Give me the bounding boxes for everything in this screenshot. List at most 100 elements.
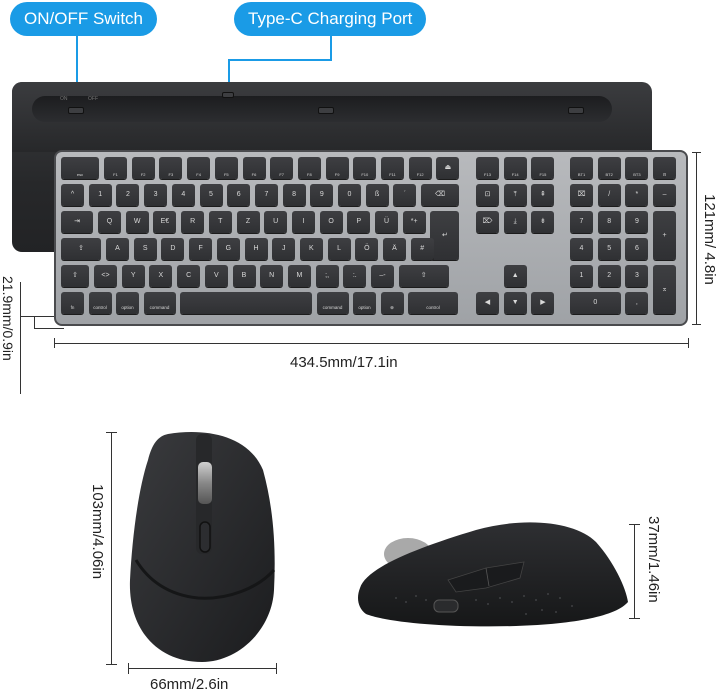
key-np-r3-1[interactable]: 5: [597, 238, 621, 260]
key-row2-7[interactable]: U: [264, 211, 288, 233]
key-control-right[interactable]: control: [408, 292, 458, 314]
key-np-r0-1[interactable]: BT2: [597, 157, 621, 179]
key-row2-8[interactable]: I: [291, 211, 315, 233]
key-row3-7[interactable]: J: [272, 238, 296, 260]
key-np-r2-1[interactable]: 8: [597, 211, 621, 233]
key-row2-9[interactable]: O: [319, 211, 343, 233]
key-arrow-up[interactable]: ▲: [503, 265, 527, 287]
key-row1-8[interactable]: 8: [282, 184, 306, 206]
key-np-r0-3[interactable]: ⊟: [653, 157, 677, 179]
key-f9[interactable]: F9: [325, 157, 349, 179]
key-nav-f13[interactable]: F13: [476, 157, 499, 179]
key-nav-r2-0[interactable]: ⌦: [476, 211, 499, 233]
key-np-r2-2[interactable]: 9: [625, 211, 649, 233]
key-row1-2[interactable]: 2: [116, 184, 140, 206]
key-row1-6[interactable]: 6: [227, 184, 251, 206]
key-row3-11[interactable]: Ä: [383, 238, 406, 260]
key-row2-4[interactable]: R: [181, 211, 205, 233]
key-np-r3-0[interactable]: 4: [570, 238, 593, 260]
key-np-r0-0[interactable]: BT1: [570, 157, 593, 179]
key-backspace[interactable]: ⌫: [421, 184, 460, 206]
key-np-r1-2[interactable]: *: [625, 184, 649, 206]
key-row3-4[interactable]: F: [189, 238, 213, 260]
key-f4[interactable]: F4: [187, 157, 211, 179]
key-np-r1-1[interactable]: /: [597, 184, 621, 206]
key-row4-11[interactable]: –-: [371, 265, 394, 287]
key-row1-7[interactable]: 7: [254, 184, 278, 206]
key-row3-3[interactable]: D: [161, 238, 185, 260]
key-f12[interactable]: F12: [408, 157, 432, 179]
key-capslock[interactable]: ⇪: [61, 238, 101, 260]
key-f1[interactable]: F1: [104, 157, 127, 179]
key-np-0[interactable]: 0: [570, 292, 621, 314]
key-f11[interactable]: F11: [381, 157, 404, 179]
key-np-r0-2[interactable]: BT3: [625, 157, 649, 179]
key-shift-left[interactable]: ⇧: [61, 265, 89, 287]
key-control-left[interactable]: control: [88, 292, 112, 314]
key-f8[interactable]: F8: [297, 157, 321, 179]
key-tab[interactable]: ⇥: [61, 211, 93, 233]
key-row2-6[interactable]: Z: [236, 211, 260, 233]
key-nav-f15[interactable]: F15: [531, 157, 555, 179]
key-nav-r1-2[interactable]: ⇞: [531, 184, 555, 206]
key-np-plus[interactable]: +: [653, 211, 677, 260]
key-row4-10[interactable]: :.: [343, 265, 367, 287]
key-row2-12[interactable]: *+: [402, 211, 426, 233]
key-nav-r2-2[interactable]: ⇟: [531, 211, 555, 233]
key-nav-r2-1[interactable]: ⤓: [503, 211, 527, 233]
key-arrow-right[interactable]: ▶: [531, 292, 555, 314]
key-row2-2[interactable]: W: [125, 211, 149, 233]
key-row2-11[interactable]: Ü: [375, 211, 398, 233]
key-np-comma[interactable]: ,: [625, 292, 649, 314]
key-row2-10[interactable]: P: [347, 211, 371, 233]
key-option-left[interactable]: option: [116, 292, 139, 314]
power-switch-slot[interactable]: [68, 107, 84, 114]
key-command-left[interactable]: command: [143, 292, 176, 314]
key-nav-f14[interactable]: F14: [503, 157, 527, 179]
key-space[interactable]: [180, 292, 312, 314]
key-esc[interactable]: esc: [61, 157, 99, 179]
key-row1-5[interactable]: 5: [199, 184, 223, 206]
key-row3-5[interactable]: G: [216, 238, 240, 260]
key-np-r4-2[interactable]: 3: [625, 265, 649, 287]
key-nav-r1-1[interactable]: ⤒: [503, 184, 527, 206]
key-shift-right[interactable]: ⇧: [398, 265, 449, 287]
key-row4-7[interactable]: N: [260, 265, 284, 287]
key-row4-9[interactable]: ;,: [315, 265, 339, 287]
key-np-r4-1[interactable]: 2: [597, 265, 621, 287]
key-row4-1[interactable]: <>: [94, 265, 117, 287]
key-row3-1[interactable]: A: [106, 238, 129, 260]
key-row4-5[interactable]: V: [204, 265, 228, 287]
key-f10[interactable]: F10: [353, 157, 377, 179]
key-row1-11[interactable]: ß: [365, 184, 389, 206]
key-row2-5[interactable]: T: [208, 211, 232, 233]
key-row3-2[interactable]: S: [133, 238, 157, 260]
key-row3-9[interactable]: L: [327, 238, 351, 260]
key-np-r4-0[interactable]: 1: [570, 265, 593, 287]
key-arrow-left[interactable]: ◀: [476, 292, 499, 314]
key-row3-10[interactable]: Ö: [355, 238, 379, 260]
key-row1-9[interactable]: 9: [310, 184, 334, 206]
key-row1-10[interactable]: 0: [338, 184, 361, 206]
key-arrow-down[interactable]: ▼: [503, 292, 527, 314]
key-option-right[interactable]: option: [353, 292, 376, 314]
key-row4-2[interactable]: Y: [121, 265, 145, 287]
key-enter[interactable]: ↵: [430, 211, 460, 260]
key-np-enter[interactable]: ⌅: [653, 265, 677, 314]
key-row1-12[interactable]: ´: [393, 184, 417, 206]
key-f7[interactable]: F7: [270, 157, 294, 179]
key-row4-3[interactable]: X: [149, 265, 173, 287]
key-row3-12[interactable]: #: [410, 238, 434, 260]
key-nav-r1-0[interactable]: ⊡: [476, 184, 499, 206]
key-f2[interactable]: F2: [131, 157, 155, 179]
key-row1-0[interactable]: ^: [61, 184, 84, 206]
key-eject[interactable]: ⏏: [436, 157, 460, 179]
key-row1-3[interactable]: 3: [144, 184, 168, 206]
key-row4-6[interactable]: B: [232, 265, 256, 287]
key-row4-4[interactable]: C: [177, 265, 201, 287]
type-c-port-slot[interactable]: [222, 92, 234, 98]
key-np-r1-3[interactable]: –: [653, 184, 677, 206]
key-np-r3-2[interactable]: 6: [625, 238, 649, 260]
key-row1-1[interactable]: 1: [88, 184, 112, 206]
key-f3[interactable]: F3: [159, 157, 183, 179]
